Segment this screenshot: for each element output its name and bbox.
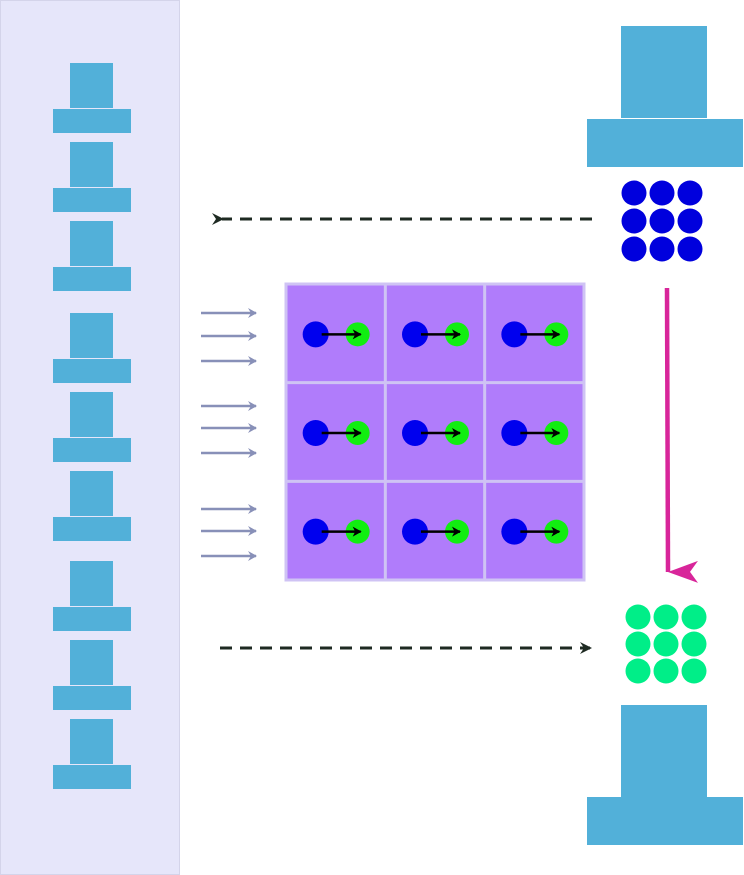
bottom-dot [653,658,679,684]
sidebar-monitor-icon [53,392,131,462]
sidebar-monitor-icon [53,471,131,541]
sidebar-monitor-icon [53,640,131,710]
top-dot [621,180,647,206]
blue-dot [302,321,329,348]
input-arrows [201,308,257,561]
grid-cell [501,321,569,348]
magenta-down-arrow [664,287,699,583]
grid-cell [302,321,370,348]
blue-dot [501,321,528,348]
blue-dot [402,518,428,545]
grid-cell [402,420,469,446]
bottom-dot [681,604,707,630]
cell-grid [284,282,586,582]
top-dot [621,236,647,262]
bottom-monitor-icon [587,705,743,845]
top-dot [621,208,647,234]
grid-cell [402,518,469,545]
top-dot [649,208,675,234]
sidebar-monitor-icon [53,313,131,383]
blue-dot [402,321,428,348]
bottom-dot [625,604,651,630]
grid-cell [501,420,569,446]
sidebar-monitor-icon [53,221,131,291]
bottom-dot [681,658,707,684]
grid-cell [402,321,469,348]
top-node [587,26,743,262]
bottom-dot [653,604,679,630]
bottom-dot [653,631,679,657]
bottom-dot-grid [625,604,707,684]
sidebar-icon-stack [53,63,131,789]
grid-cell [302,518,370,545]
top-monitor-icon [587,26,743,167]
top-dot [677,236,703,262]
sidebar-monitor-icon [53,142,131,212]
sidebar-monitor-icon [53,561,131,631]
blue-dot [402,420,428,446]
bottom-dot [625,631,651,657]
top-dot [649,180,675,206]
bottom-dot [681,631,707,657]
top-dot [677,208,703,234]
blue-dot [302,518,329,545]
grid-cell [501,518,569,545]
blue-dot [501,518,528,545]
sidebar-monitor-icon [53,719,131,789]
bottom-node [587,604,743,845]
grid-cell [302,420,370,446]
blue-dot [501,420,528,446]
blue-dot [302,420,329,446]
bottom-dot [625,658,651,684]
top-dot [677,180,703,206]
top-dot-grid [621,180,703,262]
top-dot [649,236,675,262]
sidebar-monitor-icon [53,63,131,133]
